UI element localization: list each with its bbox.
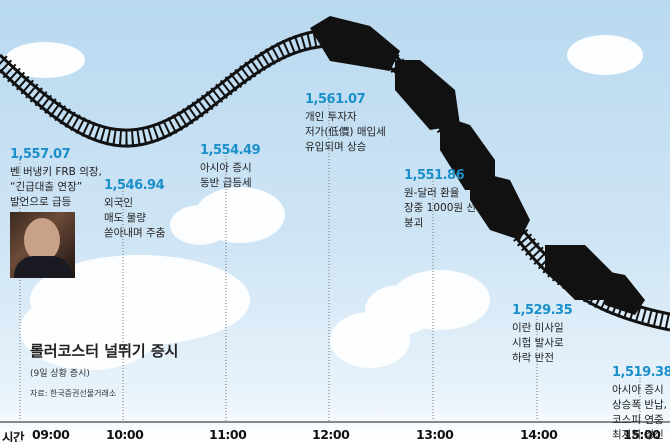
data-value-label: 1,561.07 xyxy=(305,92,366,107)
data-value-label: 1,551.86 xyxy=(404,168,465,183)
annotation-text: 개인 투자자 저가(低價) 매입세 유입되며 상승 xyxy=(305,111,386,153)
data-value-label: 1,519.38 xyxy=(612,365,670,380)
x-tick-label: 14:00 xyxy=(520,427,558,442)
x-tick-label: 15:00 xyxy=(623,427,661,442)
annotation-text: 이란 미사일 시험 발사로 하락 반전 xyxy=(512,322,564,364)
coaster-cars xyxy=(310,16,645,315)
clouds xyxy=(5,35,643,370)
annotation-text: 벤 버냉키 FRB 의장, “긴급대출 연장” 발언으로 급등 xyxy=(10,166,102,208)
data-value-label: 1,546.94 xyxy=(104,178,165,193)
x-tick-label: 11:00 xyxy=(209,427,247,442)
bernanke-photo xyxy=(10,212,75,278)
data-value-label: 1,557.07 xyxy=(10,147,71,162)
x-tick-label: 10:00 xyxy=(106,427,144,442)
time-gridlines xyxy=(19,102,641,422)
x-tick-label: 09:00 xyxy=(32,427,70,442)
x-axis-label: 시간 xyxy=(2,430,25,442)
annotation-text: 원-달러 환율 장중 1000원 선 붕괴 xyxy=(404,187,477,229)
x-tick-label: 13:00 xyxy=(416,427,454,442)
data-value-label: 1,529.35 xyxy=(512,303,573,318)
chart-source: 자료: 한국증권선물거래소 xyxy=(30,389,117,398)
annotation-text: 외국인 매도 물량 쏟아내며 주춤 xyxy=(104,197,166,239)
data-value-label: 1,554.49 xyxy=(200,143,261,158)
x-tick-label: 12:00 xyxy=(312,427,350,442)
chart-title: 롤러코스터 널뛰기 증시 xyxy=(30,342,179,360)
annotation-text: 아시아 증시 동반 급등세 xyxy=(200,162,252,189)
chart-subtitle: (9일 상황 증시) xyxy=(30,369,90,379)
annotation-text: 아시아 증시 상승폭 반납, 코스피 연중 최저치 경신 xyxy=(612,384,667,441)
